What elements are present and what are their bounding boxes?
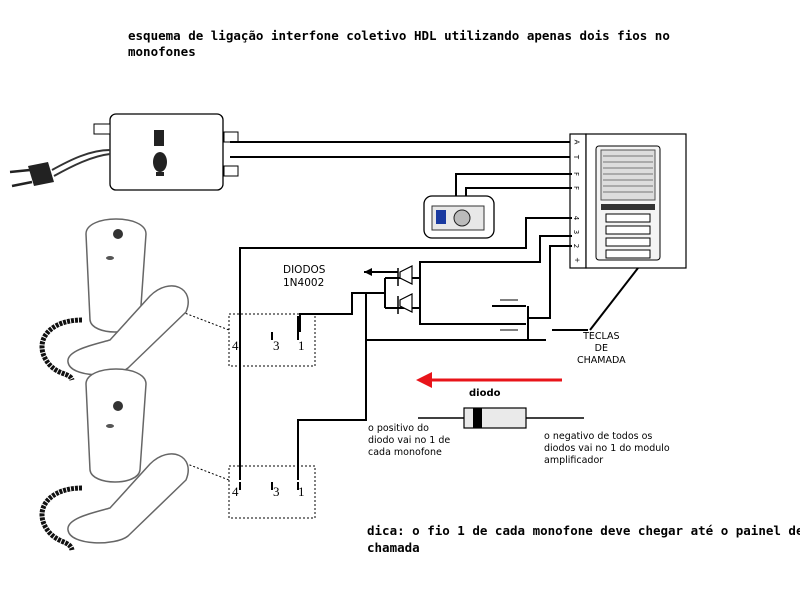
note-positive-line-3: cada monofone xyxy=(368,447,442,458)
call-keys xyxy=(500,299,518,331)
lock-wires xyxy=(455,173,572,196)
tip-note: dica: o fio 1 de cada monofone deve cheg… xyxy=(367,522,800,556)
diodes-label: DIODOS 1N4002 xyxy=(283,264,325,290)
call-keys-label-line-3: CHAMADA xyxy=(577,355,626,366)
diagram-title: esquema de ligação interfone coletivo HD… xyxy=(128,28,670,60)
handset2-terminal-4: 4 xyxy=(232,484,239,499)
strip-label-3: 3 xyxy=(572,229,581,235)
note-positive-line-2: diodo vai no 1 de xyxy=(368,435,451,446)
strip-label-f2: F xyxy=(572,185,581,191)
tip-line-1: dica: o fio 1 de cada monofone deve cheg… xyxy=(367,523,800,538)
call-panel xyxy=(585,133,687,269)
diodes-label-line-1: DIODOS xyxy=(283,264,326,276)
call-keys-label: TECLAS DE CHAMADA xyxy=(577,331,626,367)
note-positive-line-1: o positivo do xyxy=(368,423,429,434)
handset1-terminal-3: 3 xyxy=(273,338,280,353)
strip-label-t: T xyxy=(572,154,581,160)
strip-label-4: 4 xyxy=(572,215,581,221)
title-line-2: monofones xyxy=(128,44,196,59)
power-cord xyxy=(9,149,111,188)
main-wires xyxy=(239,217,639,480)
handset1-terminal-1: 1 xyxy=(298,338,305,353)
diode-symbols xyxy=(364,265,413,314)
supply-wires xyxy=(230,141,572,158)
power-supply xyxy=(93,113,239,191)
note-negative-line-1: o negativo de todos os xyxy=(544,431,653,442)
note-negative: o negativo de todos os diodos vai no 1 d… xyxy=(544,431,670,467)
strip-label-2: 2 xyxy=(572,243,581,249)
terminal-marks xyxy=(239,316,299,490)
diode-illustration xyxy=(418,407,584,429)
tip-line-2: chamada xyxy=(367,540,420,555)
handset2-terminal-1: 1 xyxy=(298,484,305,499)
handset-1 xyxy=(39,218,189,382)
title-line-1: esquema de ligação interfone coletivo HD… xyxy=(128,28,670,43)
call-keys-label-line-1: TECLAS xyxy=(583,331,620,342)
handset2-terminal-3: 3 xyxy=(273,484,280,499)
note-negative-line-3: amplificador xyxy=(544,455,604,466)
note-negative-line-2: diodos vai no 1 do modulo xyxy=(544,443,670,454)
note-positive: o positivo do diodo vai no 1 de cada mon… xyxy=(368,423,450,459)
call-keys-label-line-2: DE xyxy=(594,343,608,354)
door-lock xyxy=(423,195,495,239)
strip-label-a: A xyxy=(572,139,581,145)
handset-2 xyxy=(39,368,189,551)
strip-label-plus: + xyxy=(572,257,581,263)
strip-label-f1: F xyxy=(572,171,581,177)
handset-terminal-boxes xyxy=(181,311,316,519)
red-arrow xyxy=(416,372,562,388)
handset1-terminal-4: 4 xyxy=(232,338,239,353)
diode-label: diodo xyxy=(469,388,501,399)
diodes-label-line-2: 1N4002 xyxy=(283,277,325,289)
